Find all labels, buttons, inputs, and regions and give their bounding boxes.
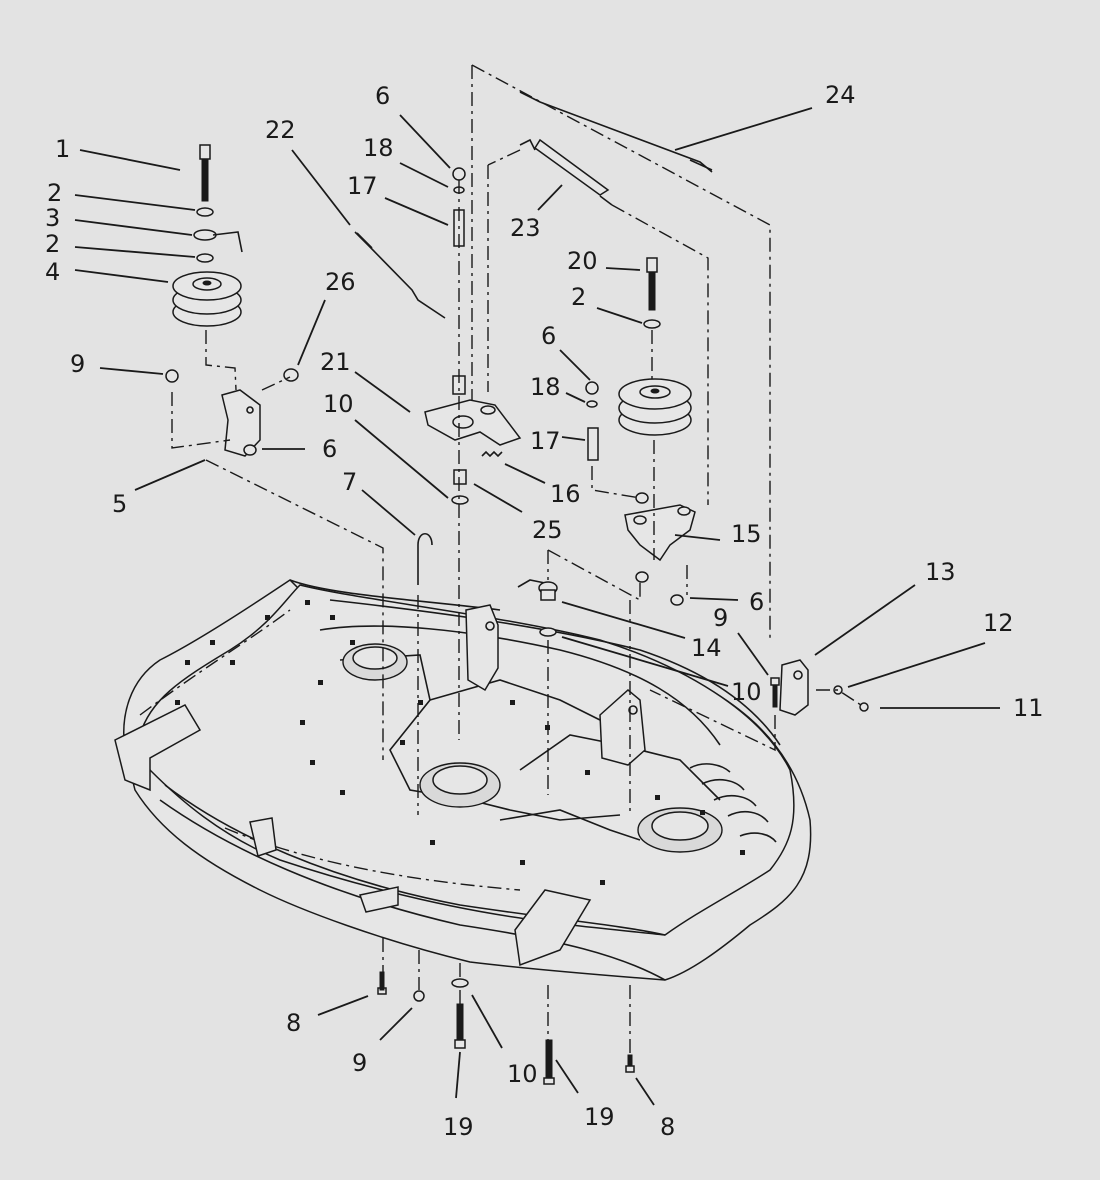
spacer-part-25 xyxy=(453,469,467,485)
bolt-part-1 xyxy=(199,144,211,202)
nut-part-6-center xyxy=(452,167,466,181)
right-hanger-bracket xyxy=(599,689,646,766)
callout-4: 4 xyxy=(45,258,60,286)
bolt-part-9-right xyxy=(770,677,780,708)
parts xyxy=(165,91,869,1085)
callout-21: 21 xyxy=(320,348,351,376)
washer-part-10-bottom xyxy=(451,978,469,988)
idler-arm-part-15 xyxy=(624,492,696,583)
rod-part-24 xyxy=(519,91,713,173)
hook-rod-part-7 xyxy=(417,532,433,585)
callout-6: 6 xyxy=(749,588,764,616)
callout-5: 5 xyxy=(112,490,127,518)
spring-part-16 xyxy=(481,450,503,458)
callout-14: 14 xyxy=(691,634,722,662)
spacer-part-3 xyxy=(193,229,243,253)
nut-part-9-bottom xyxy=(413,990,425,1002)
callout-8: 8 xyxy=(286,1009,301,1037)
lift-plate-part-21 xyxy=(424,375,522,446)
callout-26: 26 xyxy=(325,268,356,296)
callout-15: 15 xyxy=(731,520,762,548)
front-gauge-wheel-bracket xyxy=(514,889,592,967)
callout-7: 7 xyxy=(342,468,357,496)
nut-part-6-lower-right xyxy=(670,594,684,606)
nut-part-11 xyxy=(859,702,869,712)
spacer-part-17-right xyxy=(587,427,599,461)
callout-10: 10 xyxy=(731,678,762,706)
callout-22: 22 xyxy=(265,116,296,144)
callout-19: 19 xyxy=(584,1103,615,1131)
front-bracket-small xyxy=(249,817,277,857)
washer-part-2-upper xyxy=(196,207,214,217)
bolt-part-8-left xyxy=(377,971,387,995)
callout-20: 20 xyxy=(567,247,598,275)
nut-part-6-left xyxy=(243,444,257,456)
callout-19: 19 xyxy=(443,1113,474,1141)
callout-11: 11 xyxy=(1013,694,1044,722)
washer-part-10-center xyxy=(451,495,469,505)
bolt-part-20 xyxy=(646,257,658,311)
callout-25: 25 xyxy=(532,516,563,544)
bushing-part-14 xyxy=(517,579,558,601)
left-front-bracket xyxy=(114,704,202,792)
callout-6: 6 xyxy=(322,435,337,463)
callout-labels: 1 2 3 2 4 9 26 5 6 22 6 18 17 21 10 7 25… xyxy=(45,81,1044,1141)
callout-9: 9 xyxy=(713,604,728,632)
callout-2: 2 xyxy=(571,283,586,311)
callout-10: 10 xyxy=(323,390,354,418)
callout-17: 17 xyxy=(530,427,561,455)
washer-part-10-right xyxy=(539,627,557,637)
bolt-part-19-right xyxy=(543,1039,555,1085)
washer-part-18-right xyxy=(586,400,598,408)
washer-part-2-lower xyxy=(196,253,214,263)
callout-6: 6 xyxy=(541,322,556,350)
callout-9: 9 xyxy=(352,1049,367,1077)
callout-1: 1 xyxy=(55,135,70,163)
front-bracket-mid xyxy=(359,886,399,913)
callout-6: 6 xyxy=(375,82,390,110)
callout-2: 2 xyxy=(47,179,62,207)
deck-holes xyxy=(175,600,745,885)
bolt-part-8-right xyxy=(625,1054,635,1073)
leader-lines xyxy=(74,107,1000,1106)
callout-16: 16 xyxy=(550,480,581,508)
callout-24: 24 xyxy=(825,81,856,109)
bolt-part-19-left xyxy=(454,1003,466,1049)
nut-part-26 xyxy=(283,368,299,382)
idler-pulley-part-4 xyxy=(172,271,242,327)
idler-pulley-right xyxy=(618,378,692,436)
callout-2: 2 xyxy=(45,230,60,258)
callout-12: 12 xyxy=(983,609,1014,637)
center-hanger-bracket xyxy=(465,604,499,692)
callout-8: 8 xyxy=(660,1113,675,1141)
callout-23: 23 xyxy=(510,214,541,242)
spring-link-part-23 xyxy=(519,138,613,206)
callout-9: 9 xyxy=(70,350,85,378)
callout-18: 18 xyxy=(530,373,561,401)
callout-18: 18 xyxy=(363,134,394,162)
assembly-lines xyxy=(171,64,865,1055)
callout-10: 10 xyxy=(507,1060,538,1088)
callout-3: 3 xyxy=(45,204,60,232)
washer-part-2-right xyxy=(643,319,661,329)
nut-part-6-right xyxy=(585,381,599,395)
callout-13: 13 xyxy=(925,558,956,586)
nut-part-9-left xyxy=(165,369,179,383)
mower-deck xyxy=(114,579,812,981)
callout-17: 17 xyxy=(347,172,378,200)
bracket-part-13 xyxy=(779,659,809,716)
